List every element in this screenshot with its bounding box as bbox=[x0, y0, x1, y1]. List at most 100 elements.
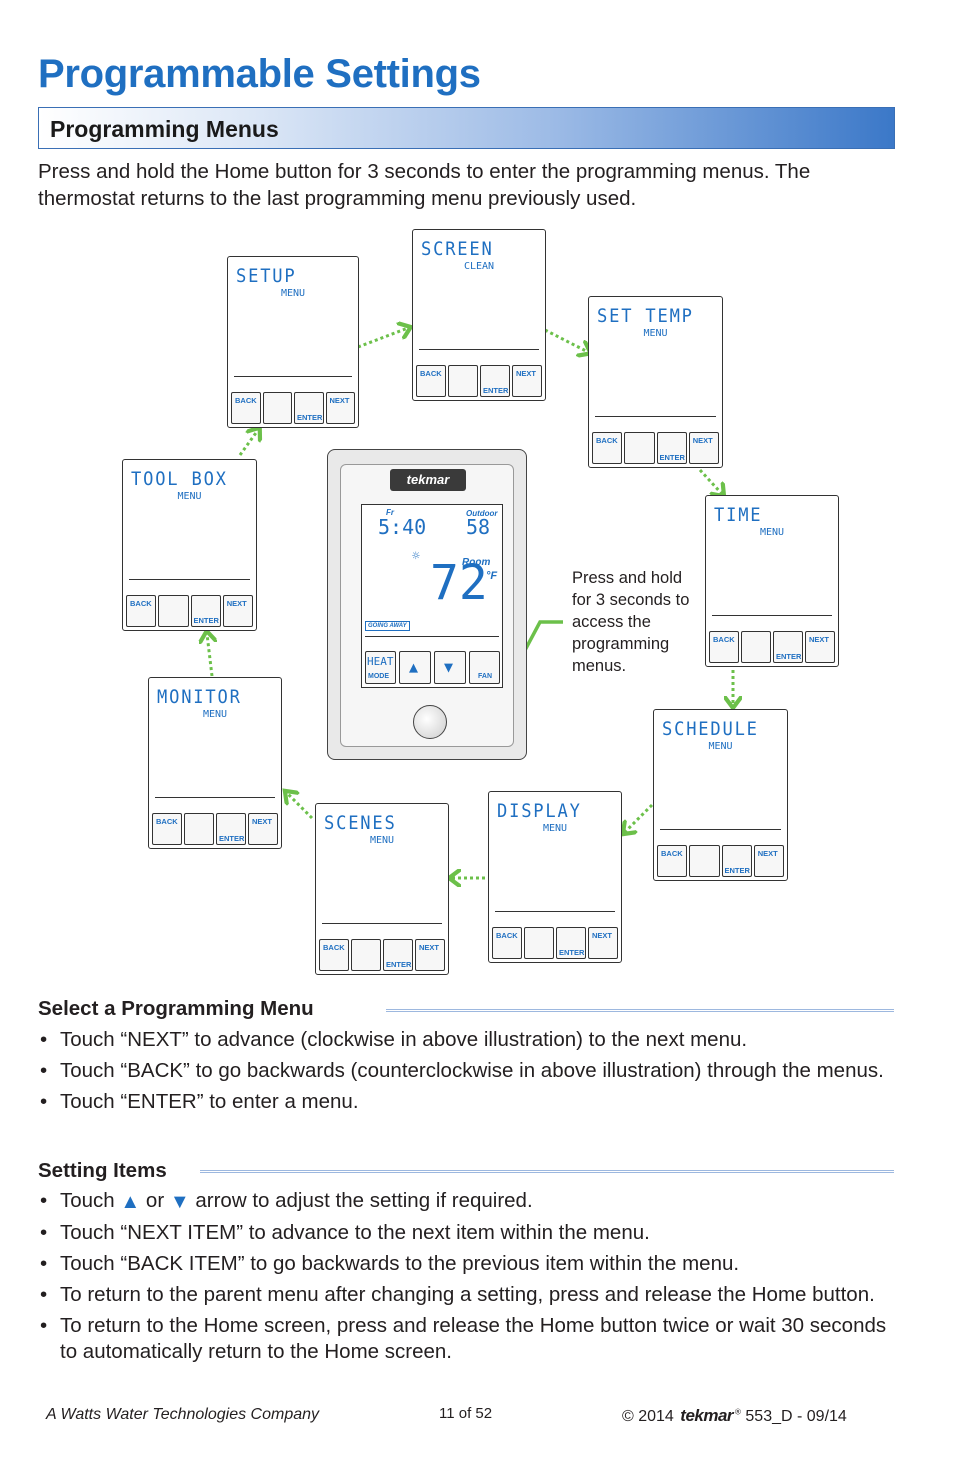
back-button[interactable]: BACK bbox=[416, 365, 446, 397]
select-menu-list: Touch “NEXT” to advance (clockwise in ab… bbox=[38, 1027, 908, 1120]
screen-subtitle: MENU bbox=[202, 709, 228, 720]
screen-title: TOOL BOX bbox=[131, 468, 228, 490]
page-number: 11 of 52 bbox=[439, 1405, 493, 1422]
back-button[interactable]: BACK bbox=[492, 927, 522, 959]
footer-company: A Watts Water Technologies Company bbox=[46, 1406, 320, 1423]
back-button[interactable]: BACK bbox=[152, 813, 182, 845]
screen-subtitle: MENU bbox=[542, 823, 568, 834]
list-item: Touch “ENTER” to enter a menu. bbox=[38, 1089, 908, 1115]
arrow-scenes-to-monitor bbox=[287, 793, 314, 820]
screen-title: SCHEDULE bbox=[662, 718, 759, 740]
screen-subtitle: MENU bbox=[280, 288, 306, 299]
down-arrow-icon: ▼ bbox=[169, 1191, 190, 1213]
back-button[interactable]: BACK bbox=[709, 631, 739, 663]
going-away-indicator: GOING AWAY bbox=[365, 621, 410, 631]
screen-title: SCREEN bbox=[421, 238, 494, 260]
home-button[interactable] bbox=[413, 705, 447, 739]
blank-button[interactable] bbox=[158, 595, 189, 627]
arrow-settemp-to-time bbox=[698, 468, 722, 494]
next-button[interactable]: NEXT bbox=[753, 845, 784, 877]
section-header-bar: Programming Menus bbox=[38, 107, 895, 149]
enter-button[interactable]: ENTER bbox=[480, 365, 510, 397]
screen-subtitle: CLEAN bbox=[463, 261, 495, 272]
section-title: Programming Menus bbox=[50, 116, 279, 142]
arrow-setup-to-screen bbox=[357, 328, 408, 349]
thermostat-device: tekmar Fr Outdoor 5:40 58 ☼ Room 72 °F G… bbox=[327, 449, 527, 760]
intro-paragraph: Press and hold the Home button for 3 sec… bbox=[38, 160, 811, 210]
back-button[interactable]: BACK bbox=[592, 432, 623, 464]
footer-doc-info: © 2014 tekmar® 553_D - 09/14 bbox=[622, 1406, 847, 1425]
enter-button[interactable]: ENTER bbox=[556, 927, 586, 959]
outdoor-label: Outdoor bbox=[466, 509, 498, 518]
screen-title: DISPLAY bbox=[497, 800, 582, 822]
screen-subtitle: MENU bbox=[759, 527, 785, 538]
screen-subtitle: MENU bbox=[369, 835, 395, 846]
blank-button[interactable] bbox=[448, 365, 478, 397]
next-button[interactable]: NEXT bbox=[415, 939, 445, 971]
next-button[interactable]: NEXT bbox=[688, 432, 719, 464]
next-button[interactable]: NEXT bbox=[512, 365, 542, 397]
menu-screen-scenes: SCENES MENU BACK ENTER NEXT bbox=[315, 803, 449, 975]
arrow-screen-to-settemp bbox=[544, 328, 588, 352]
arrow-toolbox-to-setup bbox=[238, 430, 258, 456]
next-button[interactable]: NEXT bbox=[805, 631, 835, 663]
down-arrow-button[interactable]: ▼ bbox=[434, 651, 466, 684]
blank-button[interactable] bbox=[262, 392, 292, 424]
blank-button[interactable] bbox=[624, 432, 655, 464]
back-button[interactable]: BACK bbox=[319, 939, 349, 971]
next-button[interactable]: NEXT bbox=[588, 927, 618, 959]
enter-button[interactable]: ENTER bbox=[773, 631, 803, 663]
blank-button[interactable] bbox=[184, 813, 214, 845]
list-item: Touch “BACK” to go backwards (counterclo… bbox=[38, 1058, 908, 1084]
list-item: To return to the parent menu after chang… bbox=[38, 1282, 908, 1308]
up-arrow-button[interactable]: ▲ bbox=[399, 651, 431, 684]
sun-icon: ☼ bbox=[412, 549, 420, 564]
next-button[interactable]: NEXT bbox=[222, 595, 253, 627]
back-button[interactable]: BACK bbox=[231, 392, 261, 424]
enter-button[interactable]: ENTER bbox=[656, 432, 687, 464]
menu-screen-schedule: SCHEDULE MENU BACK ENTER NEXT bbox=[653, 709, 788, 881]
menu-cycle-diagram: SETUP MENU BACK ENTER NEXT SCREEN CLEAN … bbox=[122, 229, 839, 975]
select-menu-heading: Select a Programming Menu bbox=[38, 997, 314, 1020]
setting-items-heading: Setting Items bbox=[38, 1159, 167, 1182]
screen-title: SCENES bbox=[324, 812, 397, 834]
menu-screen-time: TIME MENU BACK ENTER NEXT bbox=[705, 495, 839, 667]
enter-button[interactable]: ENTER bbox=[216, 813, 246, 845]
list-item: Touch ▲ or ▼ arrow to adjust the setting… bbox=[38, 1188, 908, 1215]
menu-screen-tool-box: TOOL BOX MENU BACK ENTER NEXT bbox=[122, 459, 257, 631]
time-readout: 5:40 bbox=[378, 515, 427, 539]
mode-button[interactable]: HEAT MODE bbox=[365, 651, 396, 684]
blank-button[interactable] bbox=[689, 845, 720, 877]
screen-title: MONITOR bbox=[157, 686, 242, 708]
unit-label: °F bbox=[486, 570, 498, 582]
menu-screen-monitor: MONITOR MENU BACK ENTER NEXT bbox=[148, 677, 282, 849]
page-title: Programmable Settings bbox=[38, 52, 481, 96]
blank-button[interactable] bbox=[351, 939, 381, 971]
menu-screen-set-temp: SET TEMP MENU BACK ENTER NEXT bbox=[588, 296, 723, 468]
tekmar-logo: tekmar bbox=[680, 1406, 734, 1425]
list-item: Touch “NEXT ITEM” to advance to the next… bbox=[38, 1220, 908, 1246]
enter-button[interactable]: ENTER bbox=[383, 939, 413, 971]
fan-button[interactable]: FAN bbox=[469, 651, 500, 684]
room-label: Room bbox=[462, 557, 491, 568]
list-item: Touch “BACK ITEM” to go backwards to the… bbox=[38, 1251, 908, 1277]
back-button[interactable]: BACK bbox=[657, 845, 688, 877]
heading-rule bbox=[200, 1170, 894, 1173]
menu-screen-setup: SETUP MENU BACK ENTER NEXT bbox=[227, 256, 359, 428]
blank-button[interactable] bbox=[524, 927, 554, 959]
screen-subtitle: MENU bbox=[643, 328, 668, 339]
back-button[interactable]: BACK bbox=[126, 595, 157, 627]
callout-text: Press and hold for 3 seconds to access t… bbox=[572, 569, 690, 675]
enter-button[interactable]: ENTER bbox=[190, 595, 221, 627]
list-item: To return to the Home screen, press and … bbox=[38, 1313, 908, 1365]
menu-screen-display: DISPLAY MENU BACK ENTER NEXT bbox=[488, 791, 622, 963]
enter-button[interactable]: ENTER bbox=[721, 845, 752, 877]
next-button[interactable]: NEXT bbox=[248, 813, 278, 845]
outdoor-temp: 58 bbox=[466, 515, 491, 539]
next-button[interactable]: NEXT bbox=[325, 392, 355, 424]
screen-title: SETUP bbox=[236, 265, 297, 287]
heading-rule bbox=[386, 1009, 894, 1012]
enter-button[interactable]: ENTER bbox=[294, 392, 324, 424]
blank-button[interactable] bbox=[741, 631, 771, 663]
list-item: Touch “NEXT” to advance (clockwise in ab… bbox=[38, 1027, 908, 1053]
